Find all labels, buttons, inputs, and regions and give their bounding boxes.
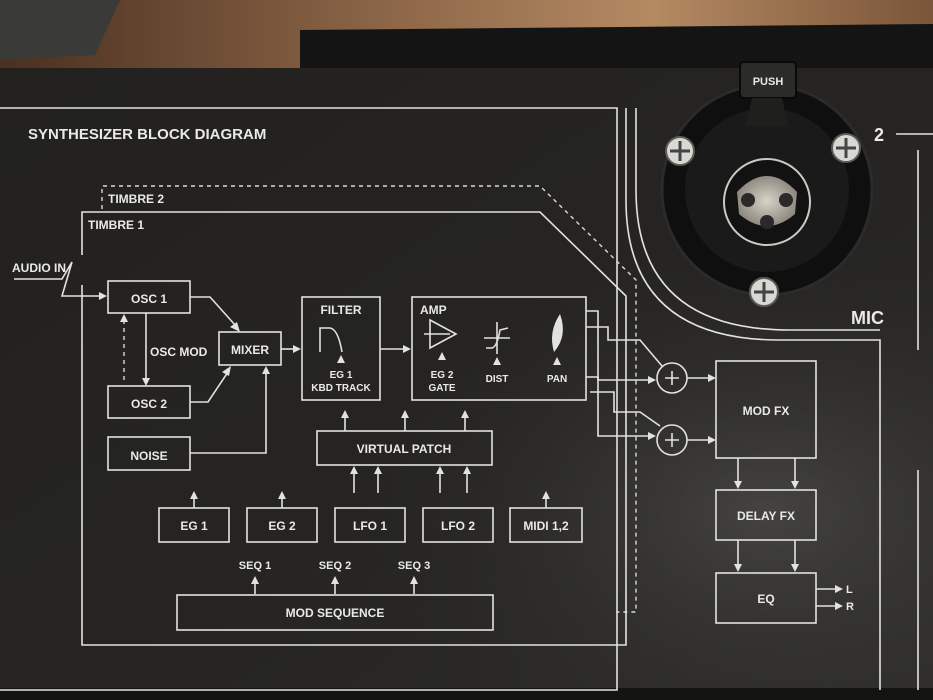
filter-eg-arrow bbox=[337, 355, 345, 363]
source-midi-label: MIDI 1,2 bbox=[523, 519, 569, 533]
source-eg1-arrow bbox=[190, 491, 198, 499]
out-r-label: R bbox=[846, 601, 854, 613]
noise-to-mixer bbox=[190, 373, 267, 454]
right-section-frame bbox=[625, 108, 881, 690]
panel-bottom-edge bbox=[0, 688, 933, 700]
summer-top-plus bbox=[665, 371, 679, 385]
audio-in-arrow bbox=[99, 292, 107, 300]
osc-mod-up-arrow bbox=[120, 314, 128, 322]
osc-mod-label: OSC MOD bbox=[150, 345, 208, 359]
out-l-arrow bbox=[835, 585, 843, 593]
osc2-label: OSC 2 bbox=[131, 397, 167, 411]
seq3-label: SEQ 3 bbox=[398, 560, 430, 572]
pan-icon bbox=[552, 314, 563, 352]
timbre2-frame bbox=[101, 185, 637, 613]
source-lfo1-block bbox=[334, 507, 406, 543]
eq-in-r-arrow bbox=[791, 564, 799, 572]
mic-frame-line bbox=[635, 108, 880, 331]
osc-mod-down-arrow bbox=[142, 378, 150, 386]
osc1-mixer-arrow bbox=[230, 322, 240, 332]
osc1-label: OSC 1 bbox=[131, 292, 167, 306]
mixer-filter-arrow bbox=[293, 345, 301, 353]
source-lfo1-label: LFO 1 bbox=[353, 519, 387, 533]
diagram-frame bbox=[0, 107, 618, 691]
eq-block bbox=[715, 572, 817, 624]
source-lfo2-label: LFO 2 bbox=[441, 519, 475, 533]
channel-number: 2 bbox=[874, 125, 884, 145]
source-eg1-label: EG 1 bbox=[180, 519, 208, 533]
diagram-title: SYNTHESIZER BLOCK DIAGRAM bbox=[28, 126, 266, 143]
eq-in-l-arrow bbox=[734, 564, 742, 572]
eq-label: EQ bbox=[757, 592, 774, 606]
mixer-label: MIXER bbox=[231, 343, 269, 357]
amp-eg-arrow bbox=[438, 352, 446, 360]
filter-kbd-track-label: KBD TRACK bbox=[311, 383, 371, 394]
out-l-label: L bbox=[846, 584, 853, 596]
pan-arrow bbox=[553, 357, 561, 365]
filter-curve-icon bbox=[319, 327, 343, 353]
xlr-latch-text: PUSH bbox=[753, 76, 784, 88]
amp-label: AMP bbox=[420, 303, 447, 317]
xlr-connector bbox=[660, 61, 874, 297]
sum-top-arrow bbox=[648, 376, 656, 384]
amp-block bbox=[411, 296, 587, 401]
amp-gate-label: GATE bbox=[428, 383, 455, 394]
noise-label: NOISE bbox=[130, 449, 167, 463]
mod-sequence-block bbox=[176, 594, 494, 631]
timbre1-frame bbox=[81, 211, 627, 646]
filter-eg1-label: EG 1 bbox=[330, 370, 353, 381]
amp-out-a bbox=[586, 310, 648, 381]
mod-fx-label: MOD FX bbox=[743, 404, 790, 418]
seq2-label: SEQ 2 bbox=[319, 560, 351, 572]
amp-out-c bbox=[586, 376, 648, 437]
delay-in-r-arrow bbox=[791, 481, 799, 489]
osc2-to-mixer bbox=[190, 371, 229, 403]
noise-mixer-arrow bbox=[262, 366, 270, 374]
timbre2-label: TIMBRE 2 bbox=[108, 192, 164, 206]
audio-in-label: AUDIO IN bbox=[12, 261, 66, 275]
summer-bottom-plus bbox=[665, 433, 679, 447]
seq1-label: SEQ 1 bbox=[239, 560, 271, 572]
timbre1-label: TIMBRE 1 bbox=[88, 218, 144, 232]
sum-bottom-arrow bbox=[648, 432, 656, 440]
osc2-mixer-arrow bbox=[222, 366, 231, 376]
audio-in-wire bbox=[14, 261, 100, 297]
dist-curve-icon bbox=[484, 322, 510, 354]
filter-amp-arrow bbox=[403, 345, 411, 353]
virtual-patch-in-arrows bbox=[350, 466, 471, 493]
source-lfo2-block bbox=[422, 507, 494, 543]
virtual-patch-up-arrows bbox=[341, 410, 469, 431]
modfx-in-bottom-arrow bbox=[708, 436, 716, 444]
modfx-in-top-arrow bbox=[708, 374, 716, 382]
mod-sequence-label: MOD SEQUENCE bbox=[286, 606, 385, 620]
filter-label: FILTER bbox=[320, 303, 361, 317]
source-eg2-label: EG 2 bbox=[268, 519, 296, 533]
mod-fx-block bbox=[715, 360, 817, 459]
dist-arrow bbox=[493, 357, 501, 365]
out-r-arrow bbox=[835, 602, 843, 610]
delay-in-l-arrow bbox=[734, 481, 742, 489]
dist-label: DIST bbox=[486, 374, 509, 385]
source-midi-arrow bbox=[542, 491, 550, 499]
mic-label: MIC bbox=[851, 308, 884, 328]
device-top-edge bbox=[300, 24, 933, 70]
amp-triangle-icon bbox=[424, 318, 458, 350]
cable-clutter bbox=[0, 0, 120, 60]
amp-eg2-label: EG 2 bbox=[431, 370, 454, 381]
amp-out-d bbox=[590, 391, 661, 427]
source-eg2-arrow bbox=[278, 491, 286, 499]
seq-arrows bbox=[251, 576, 418, 594]
delay-fx-block bbox=[715, 489, 817, 541]
osc1-to-mixer bbox=[190, 296, 237, 327]
xlr-screws bbox=[665, 133, 861, 307]
amp-out-b bbox=[586, 326, 663, 367]
virtual-patch-label: VIRTUAL PATCH bbox=[357, 442, 452, 456]
pan-label: PAN bbox=[547, 374, 567, 385]
delay-fx-label: DELAY FX bbox=[737, 509, 795, 523]
